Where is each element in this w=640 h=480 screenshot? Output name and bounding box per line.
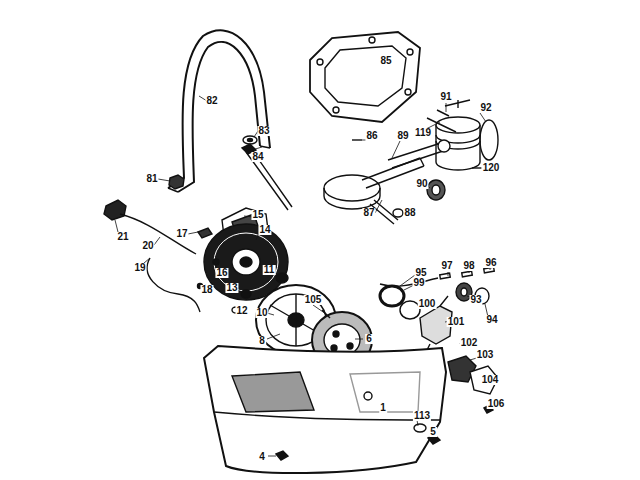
callout-number: 82 xyxy=(205,96,218,106)
callout-number: 19 xyxy=(133,263,146,273)
callout-number: 14 xyxy=(258,225,271,235)
callout-number: 5 xyxy=(429,427,437,437)
callout-number: 102 xyxy=(460,338,479,348)
callout-number: 96 xyxy=(484,258,497,268)
callout-number: 90 xyxy=(415,179,428,189)
callout-number: 1 xyxy=(379,403,387,413)
callout-number: 113 xyxy=(413,411,431,421)
callout-number: 18 xyxy=(200,285,213,295)
callout-number: 97 xyxy=(440,261,453,271)
callout-number: 88 xyxy=(403,208,416,218)
callout-number: 106 xyxy=(487,399,506,409)
callout-number: 15 xyxy=(251,210,264,220)
callout-number: 98 xyxy=(462,261,475,271)
callout-number: 12 xyxy=(235,306,248,316)
callout-number: 10 xyxy=(255,308,268,318)
callout-number: 16 xyxy=(215,268,228,278)
callout-number: 83 xyxy=(257,126,270,136)
callout-number: 101 xyxy=(447,317,466,327)
callout-number: 85 xyxy=(379,56,392,66)
callout-number: 89 xyxy=(396,131,409,141)
callout-number: 99 xyxy=(412,278,425,288)
callout-number: 100 xyxy=(418,299,437,309)
callout-number: 92 xyxy=(479,103,492,113)
callout-number: 8 xyxy=(258,336,266,346)
callout-number: 11 xyxy=(263,265,276,275)
callout-number: 86 xyxy=(365,131,378,141)
callout-number: 13 xyxy=(225,283,238,293)
callout-number: 84 xyxy=(251,152,264,162)
callout-number: 81 xyxy=(145,174,158,184)
callout-number: 17 xyxy=(175,229,188,239)
callout-number: 87 xyxy=(362,208,375,218)
callout-number: 94 xyxy=(485,315,498,325)
callout-number: 105 xyxy=(304,295,323,305)
callout-number: 21 xyxy=(116,232,129,242)
callout-number: 119 xyxy=(414,128,432,138)
callout-number: 6 xyxy=(365,334,373,344)
callout-number: 4 xyxy=(258,452,266,462)
callout-number: 20 xyxy=(141,241,154,251)
callout-number: 93 xyxy=(469,295,482,305)
callout-number: 95 xyxy=(414,268,427,278)
callout-number: 91 xyxy=(439,92,452,102)
callout-number: 103 xyxy=(476,350,495,360)
callout-number: 120 xyxy=(482,163,501,173)
callout-number: 104 xyxy=(481,375,500,385)
